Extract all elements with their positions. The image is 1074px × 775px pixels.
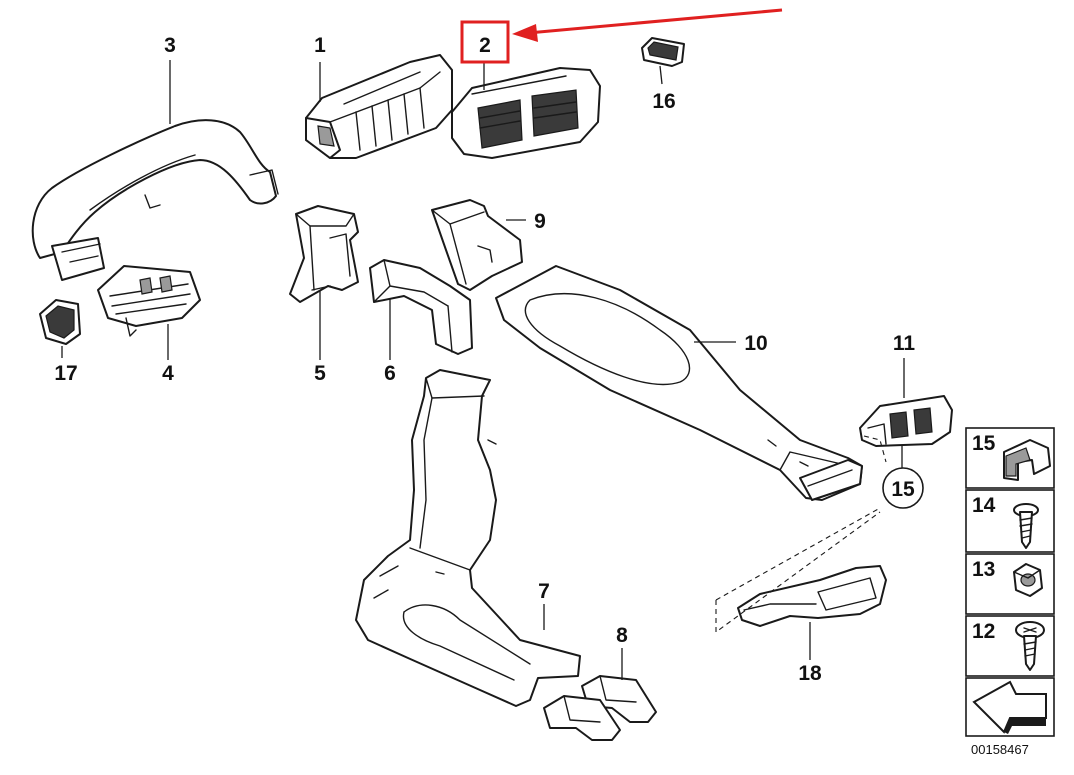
part-18-floor-outlet xyxy=(737,565,887,627)
callout-8: 8 xyxy=(616,624,628,647)
part-8-lower-duct-pieces xyxy=(543,675,657,741)
callout-17: 17 xyxy=(54,362,77,385)
callout-3: 3 xyxy=(164,34,176,57)
clip-icon xyxy=(1003,439,1051,481)
part-7-lower-duct xyxy=(355,369,581,707)
dashed-leader-lines xyxy=(715,435,887,634)
callout-11: 11 xyxy=(893,332,916,355)
callout-5: 5 xyxy=(314,362,326,385)
callout-1: 1 xyxy=(314,34,326,57)
callout-10: 10 xyxy=(744,332,767,355)
part-11-right-vent xyxy=(859,395,953,447)
callout-7: 7 xyxy=(538,580,550,603)
callout-15-circle xyxy=(882,467,924,509)
arrow-head-icon xyxy=(512,24,538,42)
highlight-box xyxy=(460,20,510,64)
callout-9: 9 xyxy=(534,210,546,233)
nut-icon xyxy=(1013,563,1043,597)
part-4-side-vent xyxy=(97,265,201,337)
part-3-duct xyxy=(31,119,279,281)
screw-icon xyxy=(1013,503,1039,549)
part-2-center-vent-grille xyxy=(451,67,601,159)
diagram-id: 00158467 xyxy=(971,742,1029,757)
part-17-side-grille xyxy=(39,299,81,345)
legend-label-15: 15 xyxy=(972,432,996,455)
callout-4: 4 xyxy=(162,362,174,385)
part-16-small-grille xyxy=(641,37,685,67)
legend-cell-14 xyxy=(965,489,1055,553)
part-10-floor-duct xyxy=(495,265,863,501)
callout-2: 2 xyxy=(479,34,491,57)
callout-labels: 1 2 3 4 5 6 7 8 9 10 11 16 17 18 15 xyxy=(54,34,924,685)
legend-label-13: 13 xyxy=(972,558,995,581)
legend-label-12: 12 xyxy=(972,620,995,643)
legend-label-14: 14 xyxy=(972,494,996,517)
callout-18: 18 xyxy=(798,662,822,685)
callout-6: 6 xyxy=(384,362,396,385)
highlight-annotation xyxy=(460,8,783,64)
arrow-line xyxy=(527,8,783,35)
part-5-duct-piece xyxy=(289,205,359,303)
callout-16: 16 xyxy=(652,90,675,113)
callout-leader-lines xyxy=(61,60,905,680)
part-6-elbow-duct xyxy=(369,259,473,355)
part-9-small-duct xyxy=(431,199,523,291)
part-1-center-vent-housing xyxy=(305,54,453,159)
direction-arrow-icon xyxy=(972,680,1047,734)
callout-15: 15 xyxy=(891,478,915,501)
fastener-legend: 15 14 13 12 xyxy=(965,427,1055,757)
washer-screw-icon xyxy=(1015,621,1045,671)
